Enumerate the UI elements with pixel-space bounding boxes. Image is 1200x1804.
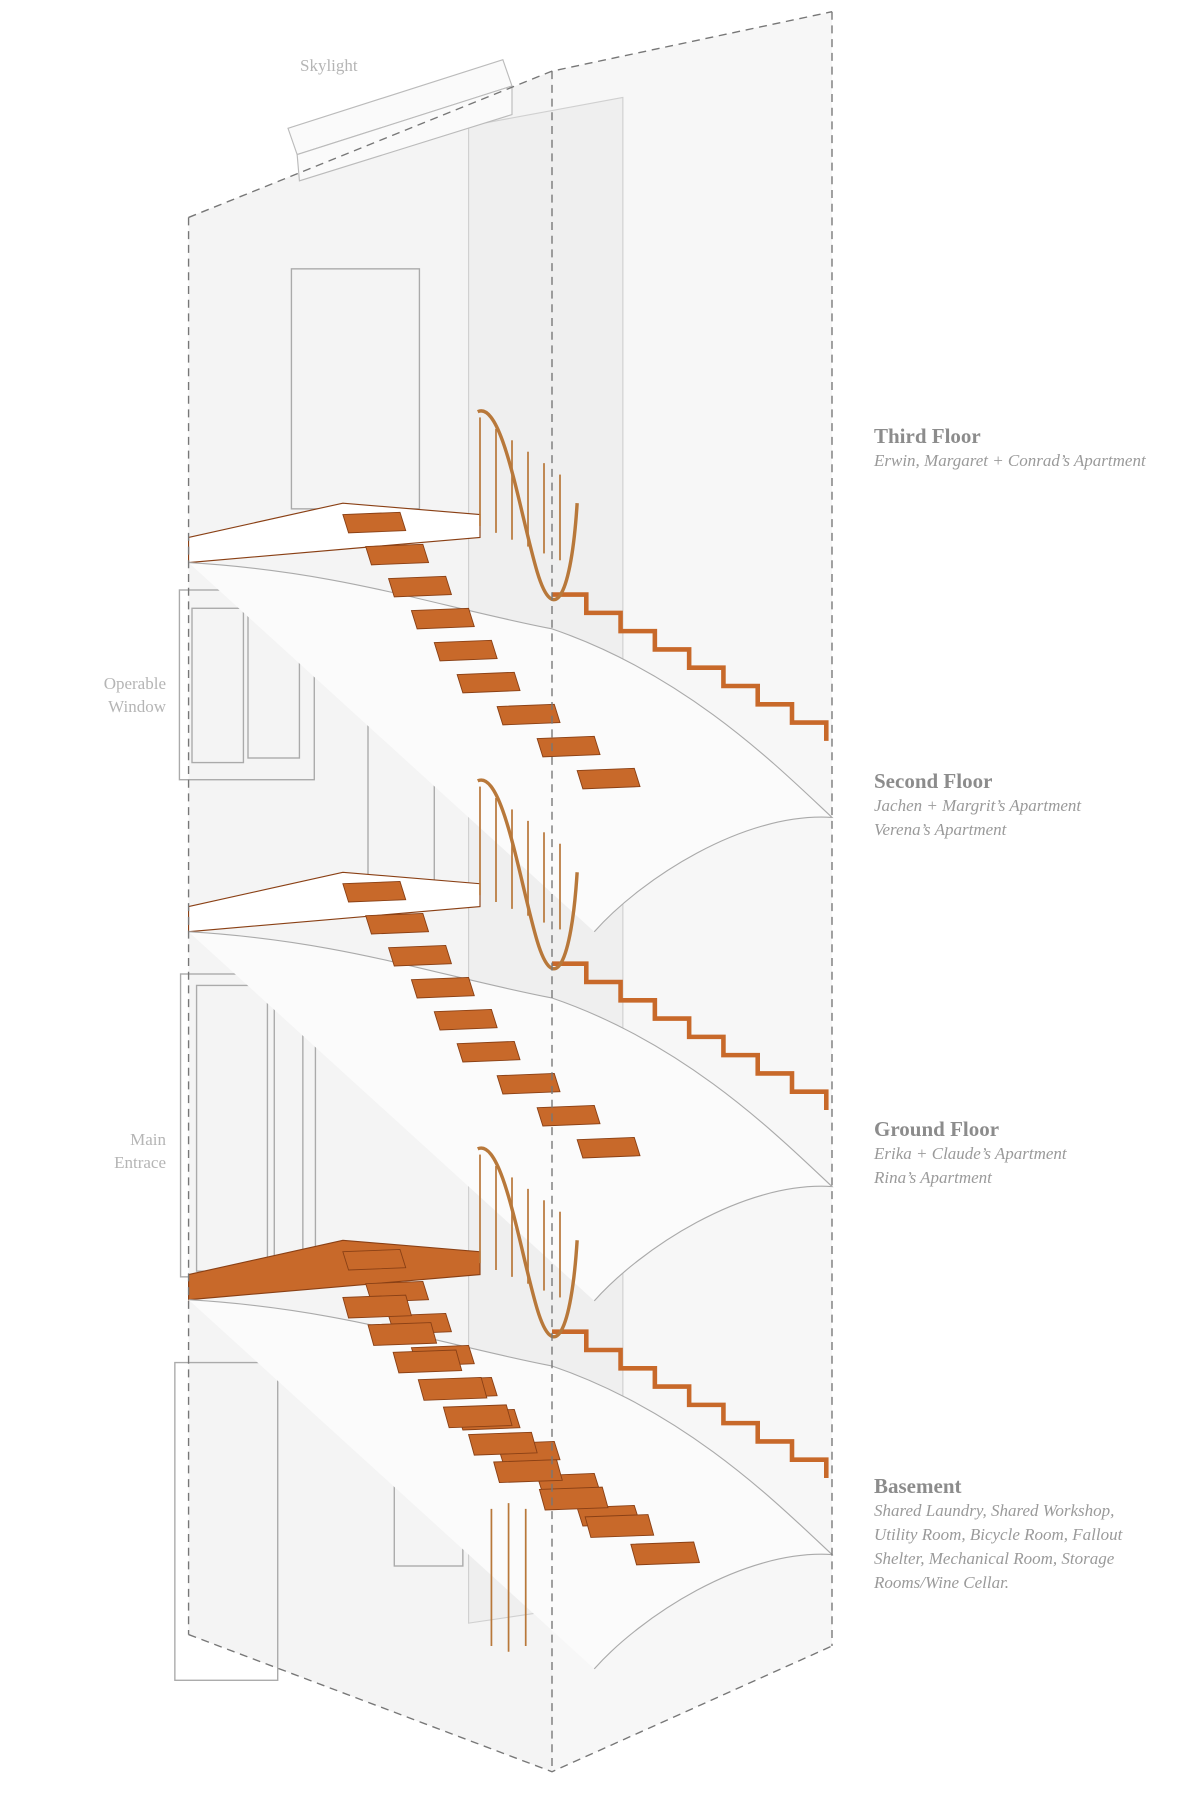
stair-flight-edge bbox=[552, 1329, 829, 1478]
window-label: Operable Window bbox=[80, 672, 166, 718]
floor-label-ground: Ground Floor Erika + Claude’s Apartment … bbox=[874, 1117, 1067, 1190]
floor-label-third: Third Floor Erwin, Margaret + Conrad’s A… bbox=[874, 424, 1146, 473]
railings bbox=[477, 409, 579, 1652]
window-label-line: Operable bbox=[103, 674, 166, 693]
floor-title: Basement bbox=[874, 1474, 962, 1498]
skylight bbox=[287, 59, 513, 182]
stair-tread bbox=[387, 944, 453, 967]
stair-tread bbox=[584, 1514, 655, 1538]
floor-occupants: Utility Room, Bicycle Room, Fallout bbox=[874, 1525, 1123, 1544]
stair-tread bbox=[456, 671, 521, 694]
stair-tread bbox=[496, 703, 561, 726]
stair-tread bbox=[342, 1248, 407, 1271]
basement-door bbox=[174, 1361, 279, 1681]
stair-tread bbox=[433, 1008, 498, 1031]
stair-tread bbox=[496, 1072, 561, 1095]
handrail bbox=[477, 409, 579, 602]
floor-occupants: Verena’s Apartment bbox=[874, 820, 1007, 839]
stair-soffit bbox=[188, 562, 834, 933]
floor-title: Third Floor bbox=[874, 424, 981, 448]
floor-label-second: Second Floor Jachen + Margrit’s Apartmen… bbox=[874, 769, 1081, 842]
stair-tread bbox=[433, 639, 498, 662]
floor-occupants: Erika + Claude’s Apartment bbox=[874, 1144, 1067, 1163]
stair-tread bbox=[467, 1431, 538, 1456]
stair-tread bbox=[630, 1541, 701, 1566]
handrail bbox=[477, 778, 579, 971]
stair-tread bbox=[365, 912, 430, 935]
skylight-label: Skylight bbox=[300, 56, 358, 75]
stair-tread bbox=[367, 1322, 438, 1346]
stair-flight-edge bbox=[552, 961, 829, 1110]
floor-occupants: Erwin, Margaret + Conrad’s Apartment bbox=[874, 451, 1146, 470]
stair-flight-edge bbox=[552, 592, 829, 741]
entrance-label-line: Entrace bbox=[114, 1153, 166, 1172]
stair-tread bbox=[417, 1376, 488, 1401]
stair-tread bbox=[442, 1404, 513, 1429]
stairs bbox=[188, 502, 834, 1670]
floor-title: Ground Floor bbox=[874, 1117, 1000, 1141]
stair-tread bbox=[342, 511, 407, 534]
stair-tread bbox=[536, 1104, 601, 1127]
stair-tread bbox=[392, 1349, 463, 1374]
stair-soffit bbox=[188, 931, 834, 1302]
stair-tread bbox=[536, 735, 601, 758]
stair-tread bbox=[493, 1459, 563, 1484]
window-label-line: Window bbox=[108, 697, 166, 716]
stair-tread bbox=[576, 767, 641, 790]
bounding-box bbox=[187, 11, 833, 1773]
baluster bbox=[490, 1503, 527, 1652]
stair-tread bbox=[410, 607, 475, 630]
stair-tread bbox=[576, 1136, 641, 1159]
entrance-label-line: Main bbox=[130, 1130, 166, 1149]
floor-occupants: Shelter, Mechanical Room, Storage bbox=[874, 1549, 1115, 1568]
floor-title: Second Floor bbox=[874, 769, 993, 793]
floor-label-basement: Basement Shared Laundry, Shared Workshop… bbox=[874, 1474, 1122, 1595]
stair-tread bbox=[365, 543, 430, 566]
floor-occupants: Jachen + Margrit’s Apartment bbox=[874, 796, 1082, 815]
stair-tread bbox=[342, 1294, 413, 1319]
stair-tread bbox=[538, 1486, 609, 1511]
entrance-label: Main Entrace bbox=[80, 1128, 166, 1174]
floor-occupants: Rooms/Wine Cellar. bbox=[874, 1573, 1010, 1592]
floor-occupants: Rina’s Apartment bbox=[874, 1168, 992, 1187]
stair-tread bbox=[456, 1040, 521, 1063]
stair-tread bbox=[387, 575, 453, 598]
stair-tread bbox=[410, 976, 475, 999]
handrail bbox=[477, 1146, 579, 1339]
stair-tread bbox=[342, 880, 407, 903]
floor-occupants: Shared Laundry, Shared Workshop, bbox=[874, 1501, 1115, 1520]
